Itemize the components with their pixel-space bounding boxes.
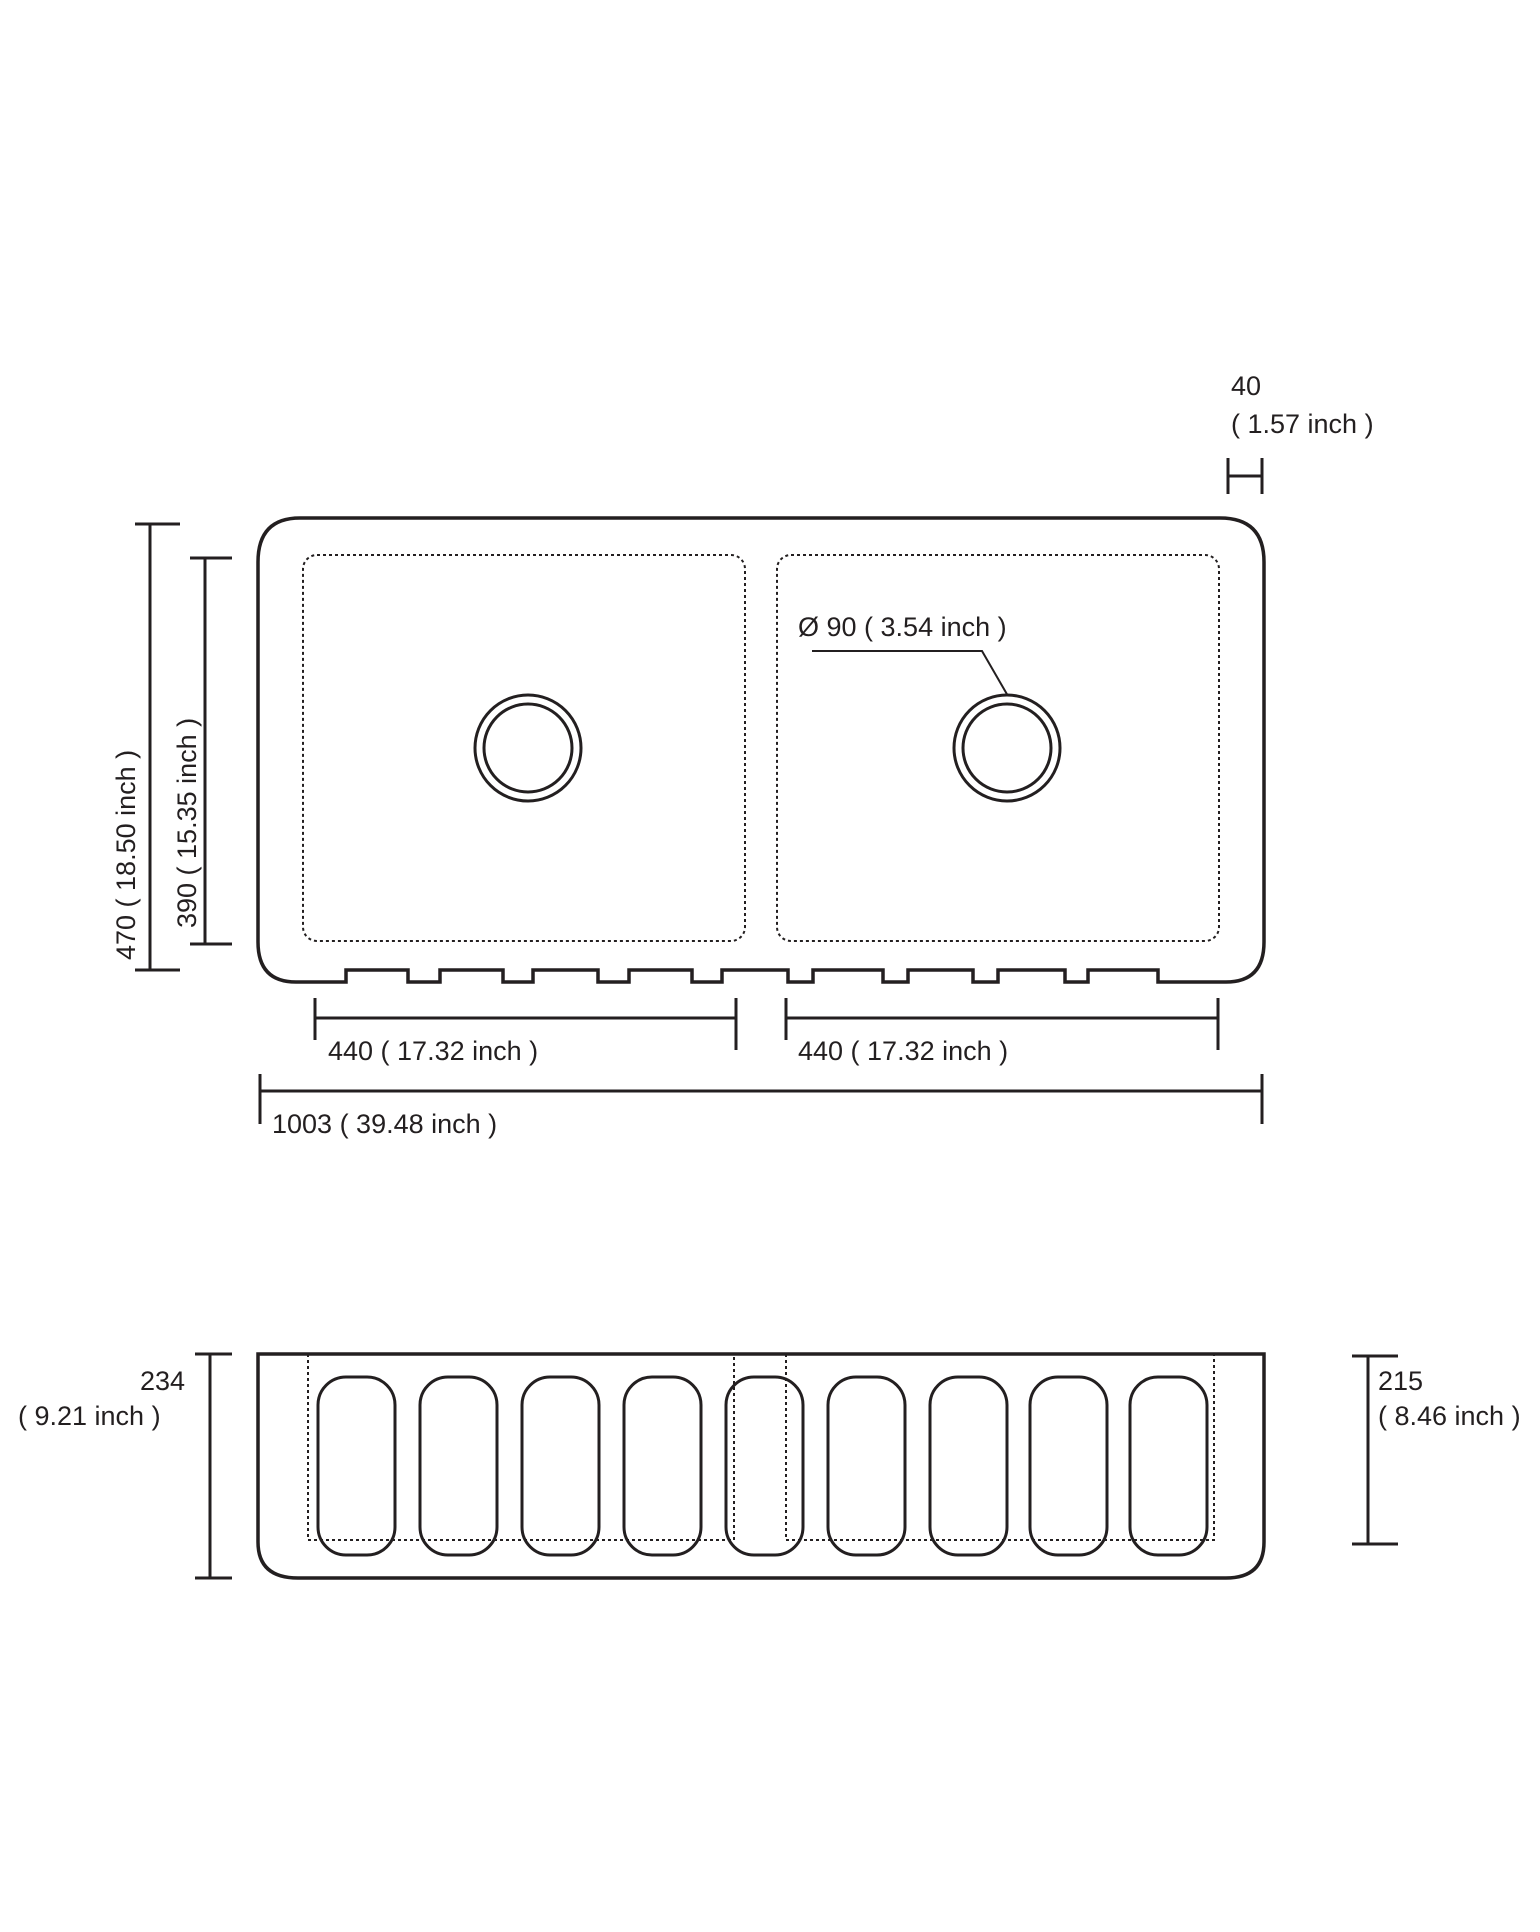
apron-flute <box>724 1375 805 1557</box>
left-bowl-width-dimension <box>313 998 738 1050</box>
rim-width-label: 40 <box>1231 371 1261 401</box>
bowl-height-dimension <box>1352 1354 1398 1546</box>
apron-outline <box>256 1352 1266 1580</box>
apron-flute <box>622 1375 703 1557</box>
apron-flute <box>520 1375 601 1557</box>
rim-width-dimension <box>1226 458 1264 494</box>
apron-flutes <box>316 1375 1209 1557</box>
bowl-depth-dimension <box>190 556 232 946</box>
apron-flute <box>316 1375 397 1557</box>
overall-height-dimension <box>195 1352 232 1580</box>
right-drain-icon <box>952 693 1062 803</box>
rim-width-inch-label: ( 1.57 inch ) <box>1231 409 1374 439</box>
top-view: Ø 90 ( 3.54 inch ) 40 ( 1.57 inch ) 470 … <box>111 371 1374 1139</box>
left-bowl-width-label: 440 ( 17.32 inch ) <box>328 1036 538 1066</box>
apron-flute <box>826 1375 907 1557</box>
apron-right-bowl-hidden <box>785 1354 1215 1541</box>
apron-flute <box>418 1375 499 1557</box>
drain-leader-line <box>812 650 1009 697</box>
bowl-height-inch-label: ( 8.46 inch ) <box>1378 1401 1521 1431</box>
overall-height-label: 234 <box>140 1366 185 1396</box>
right-bowl-width-dimension <box>784 998 1220 1050</box>
right-bowl <box>776 554 1220 942</box>
apron-left-bowl-hidden <box>307 1354 735 1541</box>
front-view: 234 ( 9.21 inch ) 215 ( 8.46 inch ) <box>18 1352 1521 1580</box>
overall-depth-dimension <box>135 522 180 972</box>
overall-height-inch-label: ( 9.21 inch ) <box>18 1401 161 1431</box>
bowl-depth-label: 390 ( 15.35 inch ) <box>172 718 202 928</box>
left-drain-icon <box>473 693 583 803</box>
apron-flute <box>928 1375 1009 1557</box>
overall-width-dimension <box>258 1074 1264 1124</box>
right-bowl-width-label: 440 ( 17.32 inch ) <box>798 1036 1008 1066</box>
drain-diameter-label: Ø 90 ( 3.54 inch ) <box>798 612 1007 642</box>
sink-outline-top <box>256 516 1266 984</box>
bowl-height-label: 215 <box>1378 1366 1423 1396</box>
overall-width-label: 1003 ( 39.48 inch ) <box>272 1109 497 1139</box>
left-bowl <box>302 554 746 942</box>
apron-flute <box>1028 1375 1109 1557</box>
overall-depth-label: 470 ( 18.50 inch ) <box>111 750 141 960</box>
apron-flute <box>1128 1375 1209 1557</box>
